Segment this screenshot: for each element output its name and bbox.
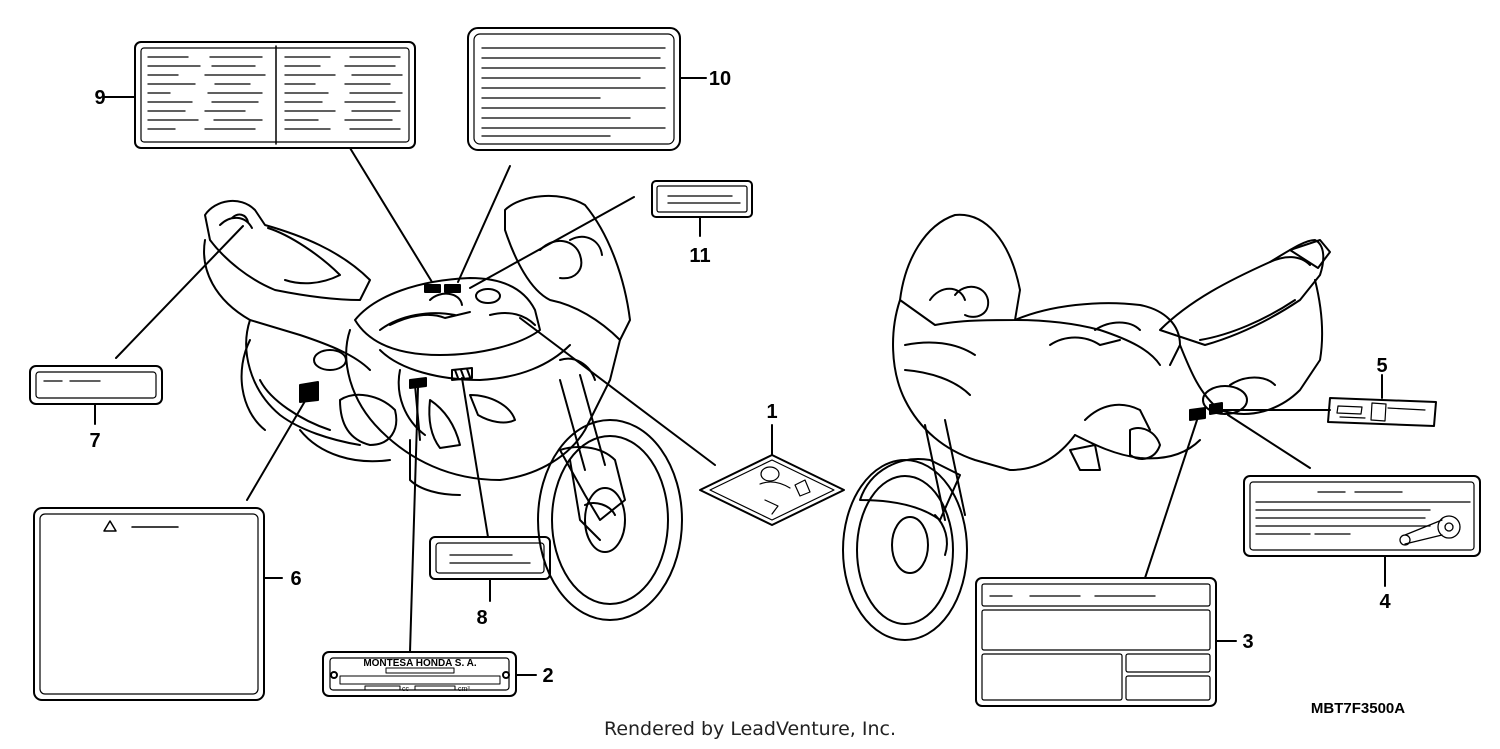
callout-10: 10	[709, 68, 731, 90]
callout-11: 11	[689, 245, 710, 267]
id-plate-unit-cm3: cm³	[458, 686, 470, 693]
motorcycle-right-view	[842, 213, 1331, 641]
label-6-warning-sheet	[33, 507, 265, 701]
label-1-emblem	[699, 454, 845, 526]
callout-2: 2	[542, 665, 553, 687]
label-9-sheet	[134, 41, 416, 149]
label-7-sticker	[29, 365, 163, 405]
label-10-sheet	[467, 27, 681, 151]
footer-credit: Rendered by LeadVenture, Inc.	[603, 718, 897, 740]
label-8-sticker	[429, 536, 551, 580]
label-5-sticker	[1327, 397, 1437, 427]
diagram-code: MBT7F3500A	[1311, 700, 1405, 717]
label-11-sticker	[651, 180, 753, 218]
chain-icon	[1404, 519, 1443, 545]
id-plate-brand: MONTESA HONDA S. A.	[363, 658, 477, 669]
callout-9: 9	[94, 87, 105, 109]
callout-4: 4	[1379, 591, 1391, 613]
leader-lines	[94, 77, 1386, 676]
callout-6: 6	[290, 568, 301, 590]
id-plate-unit-cc: cc	[402, 686, 410, 693]
callout-5: 5	[1376, 355, 1387, 377]
callout-3: 3	[1242, 631, 1253, 653]
label-3-info-sheet	[975, 577, 1217, 707]
callout-1: 1	[766, 401, 777, 423]
warning-triangle-icon	[103, 520, 117, 532]
motorcycle-left-view	[203, 194, 683, 621]
label-4-chain-sheet	[1243, 475, 1481, 557]
callout-7: 7	[89, 430, 100, 452]
callout-8: 8	[476, 607, 487, 629]
